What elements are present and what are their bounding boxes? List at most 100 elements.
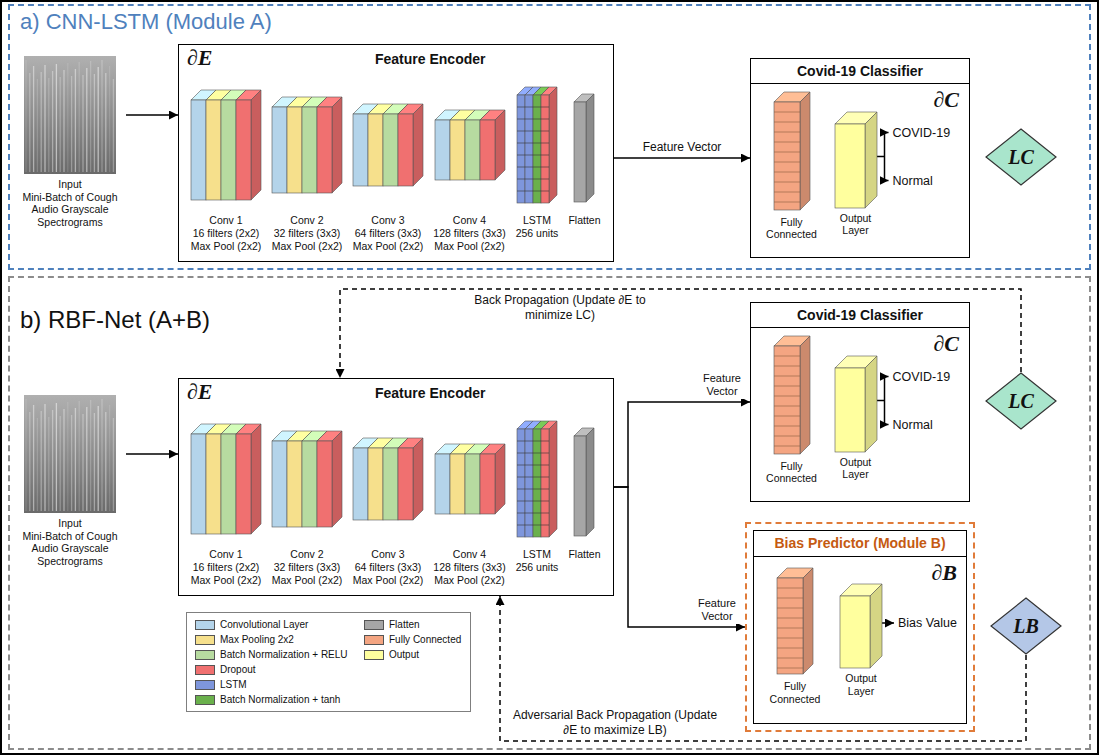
input-caption: Mini-Batch of Cough Audio Grayscale Spec…	[14, 191, 126, 229]
legend-entry: LSTM	[195, 679, 247, 691]
layer-face	[803, 568, 813, 674]
layer-face	[800, 92, 810, 210]
grid-line	[774, 201, 800, 202]
output-label: COVID-19	[892, 370, 952, 384]
spectrogram-streak	[63, 409, 64, 511]
legend-swatch	[364, 635, 384, 645]
layer-face	[435, 120, 450, 180]
conv-block: Conv 4128 filters (3x3)Max Pool (2x2)	[432, 80, 507, 253]
spectrogram-streak	[60, 416, 61, 511]
grid-line	[774, 375, 800, 376]
layer-face	[865, 112, 877, 208]
spectrogram-streak	[82, 414, 83, 511]
layer-face	[525, 421, 533, 537]
fully-connected-slab	[773, 336, 811, 456]
layer-label: 64 filters (3x3)	[351, 561, 425, 574]
layer-face	[774, 102, 800, 210]
input-caption: Input	[14, 178, 126, 191]
legend-text: Batch Normalization + RELU	[220, 649, 348, 660]
grid-line	[777, 588, 803, 589]
grid-line	[774, 355, 800, 356]
grid-line	[774, 445, 800, 446]
layer-label: Flatten	[567, 214, 602, 227]
output-arrow	[877, 400, 885, 402]
grid-line	[517, 178, 549, 179]
grid-line	[517, 106, 549, 107]
legend-swatch	[195, 635, 215, 645]
grid-line	[777, 598, 803, 599]
output-arrow	[885, 132, 889, 134]
spectrogram-input: InputMini-Batch of Cough Audio Grayscale…	[14, 395, 126, 567]
layer-label: Max Pool (2x2)	[351, 240, 425, 253]
layer-label: 256 units	[514, 227, 560, 240]
fully-connected-layer: Fully Connected	[765, 568, 825, 705]
legend-entry: Flatten	[364, 619, 420, 631]
layer-face	[840, 596, 870, 668]
conv-layer-stack	[352, 414, 424, 544]
layer-face	[549, 421, 557, 537]
layer-label: Conv 1	[189, 214, 263, 227]
layer-label: Output Layer	[826, 456, 886, 481]
legend-entry: Batch Normalization + tanh	[195, 694, 340, 706]
fully-connected-layer: Fully Connected	[762, 92, 822, 241]
layer-label: 16 filters (2x2)	[189, 227, 263, 240]
layer-face	[302, 441, 317, 527]
legend-text: Fully Connected	[389, 634, 461, 645]
layer-face	[332, 431, 342, 527]
layer-face	[206, 100, 221, 200]
spectrogram-streak	[33, 66, 34, 172]
layer-face	[236, 100, 251, 200]
spectrogram-streak	[29, 73, 30, 172]
spectrogram-streak	[48, 417, 49, 511]
flow-connector	[614, 487, 745, 627]
grid-line	[774, 365, 800, 366]
spectrogram-streak	[56, 64, 57, 172]
output-label: Bias Value	[897, 616, 958, 630]
classifier-box: Covid-19 Classifier∂CFully ConnectedOutp…	[750, 58, 970, 258]
grid-line	[777, 648, 803, 649]
output-arrow	[885, 424, 889, 426]
spectrogram-streak	[52, 71, 53, 172]
layer-face	[517, 429, 525, 537]
grid-line	[517, 130, 549, 131]
grid-line	[774, 425, 800, 426]
layer-face	[541, 95, 549, 203]
layer-face	[865, 356, 877, 452]
output-layer: Output Layer	[831, 584, 891, 697]
spectrogram-streak	[67, 63, 68, 172]
layer-label: Output Layer	[826, 212, 886, 237]
legend-swatch	[195, 650, 215, 660]
layer-face	[221, 434, 236, 534]
grid-line	[774, 395, 800, 396]
spectrogram-streak	[37, 79, 38, 172]
legend-entry: Batch Normalization + RELU	[195, 649, 348, 661]
grid-line	[517, 142, 549, 143]
spectrogram-streak	[71, 415, 72, 511]
grid-line	[774, 191, 800, 192]
layer-face	[251, 90, 261, 200]
spectrogram-streak	[113, 79, 114, 172]
grid-line	[774, 405, 800, 406]
diamond-shape	[986, 129, 1056, 185]
layer-face	[435, 454, 450, 514]
input-caption: Mini-Batch of Cough Audio Grayscale Spec…	[14, 530, 126, 568]
output-arrow	[884, 133, 886, 181]
spectrogram-streak	[33, 405, 34, 511]
spectrogram-image	[14, 395, 126, 513]
grid-line	[517, 488, 549, 489]
conv-layer-stack	[434, 80, 506, 210]
layer-face	[533, 429, 541, 537]
spectrogram-streak	[109, 405, 110, 511]
layer-face	[774, 346, 800, 454]
layer-label: Conv 4	[432, 548, 507, 561]
backprop-connector	[500, 596, 1026, 741]
layer-face	[480, 120, 495, 180]
layer-face	[480, 454, 495, 514]
conv-block: Conv 364 filters (3x3)Max Pool (2x2)	[351, 80, 425, 253]
layer-label: 32 filters (3x3)	[270, 561, 344, 574]
conv-block: Conv 116 filters (2x2)Max Pool (2x2)	[189, 414, 263, 587]
layer-label: Flatten	[567, 548, 602, 561]
conv-layer-stack	[190, 80, 262, 210]
classifier-title: Covid-19 Classifier	[751, 303, 969, 328]
